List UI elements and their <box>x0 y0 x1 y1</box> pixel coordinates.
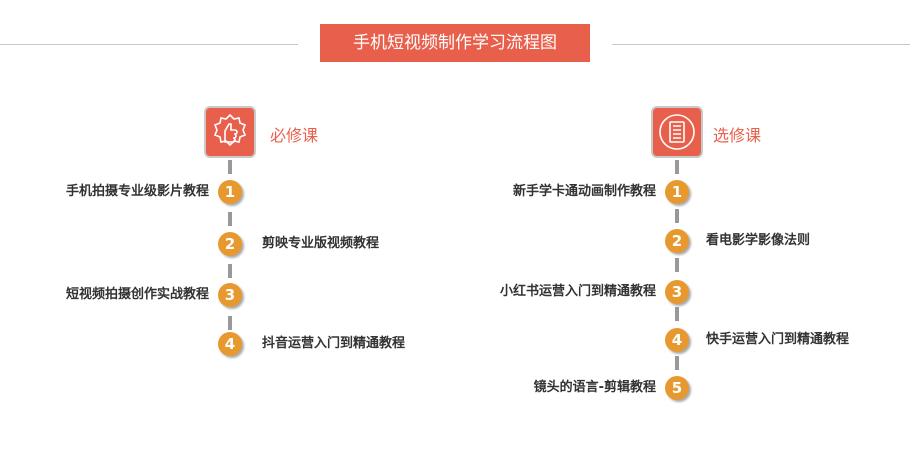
course-item[interactable]: 快手运营入门到精通教程 <box>706 332 850 347</box>
step-badge: 1 <box>665 180 689 204</box>
step-badge: 4 <box>218 332 242 356</box>
connector-line <box>675 160 679 380</box>
course-item[interactable]: 小红书运营入门到精通教程 <box>499 284 656 299</box>
step-badge: 3 <box>665 280 689 304</box>
page-title: 手机短视频制作学习流程图 <box>320 24 590 62</box>
elective-course-icon-box <box>651 106 703 158</box>
thumbs-up-badge-icon <box>213 113 247 147</box>
step-badge: 1 <box>218 180 242 204</box>
header-line-left <box>0 44 298 45</box>
step-badge: 2 <box>218 232 242 256</box>
elective-course-label: 选修课 <box>713 126 762 145</box>
course-item[interactable]: 镜头的语言-剪辑教程 <box>533 380 656 395</box>
course-item[interactable]: 手机拍摄专业级影片教程 <box>65 184 209 199</box>
course-item[interactable]: 看电影学影像法则 <box>706 233 811 248</box>
required-course-icon-box <box>204 106 256 158</box>
course-item[interactable]: 短视频拍摄创作实战教程 <box>65 287 209 302</box>
header-line-right <box>612 44 910 45</box>
step-badge: 3 <box>218 283 242 307</box>
step-badge: 2 <box>665 229 689 253</box>
step-badge: 5 <box>665 376 689 400</box>
step-badge: 4 <box>665 328 689 352</box>
course-item[interactable]: 剪映专业版视频教程 <box>262 236 380 251</box>
required-course-label: 必修课 <box>270 126 319 145</box>
checklist-icon <box>659 114 695 150</box>
course-item[interactable]: 抖音运营入门到精通教程 <box>262 336 406 351</box>
course-item[interactable]: 新手学卡通动画制作教程 <box>512 184 656 199</box>
